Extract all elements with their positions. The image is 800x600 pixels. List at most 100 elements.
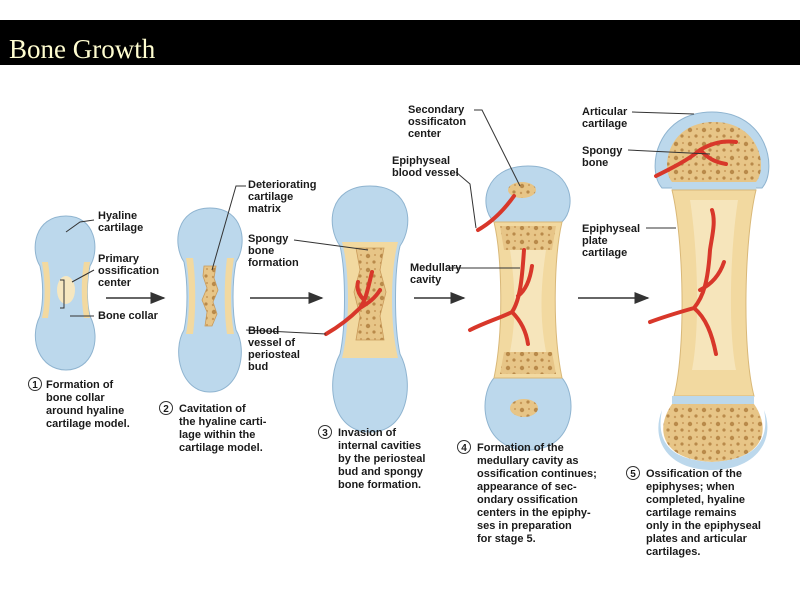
stage-4-number: 4 [457,440,471,454]
label-hyaline-cartilage-line: cartilage [98,222,143,234]
label-deteriorating-cartilage-matrix-line: Deteriorating [248,179,316,191]
stage-5-blood-vessels [648,139,738,356]
stage-5-caption-line: only in the epiphyseal [646,520,761,532]
label-spongy-bone-line: Spongy [582,145,623,157]
stage-2-caption-line: cartilage model. [179,442,263,454]
stage-4-caption-line: ossification continues; [477,468,597,480]
stage-2-bone-collar [186,258,234,334]
label-epiphyseal-blood-vessel-line: Epiphyseal [392,155,450,167]
svg-text:1: 1 [32,380,38,391]
leader-hyaline-cartilage [65,219,95,233]
stage-4-caption-line: appearance of sec- [477,481,577,493]
stage-3-caption-line: by the periosteal [338,453,425,465]
stage-2-bone [177,207,243,393]
stage-5-upper-epiphysis [667,122,761,182]
stage-1-bone-collar [42,262,90,318]
svg-text:2: 2 [163,404,169,415]
label-articular-cartilage-line: cartilage [582,118,627,130]
stage-1-caption-line: cartilage model. [46,418,130,430]
label-secondary-ossification-center-line: center [408,128,442,140]
label-secondary-ossification-center-line: ossificaton [408,116,466,128]
stage-3-caption-line: internal cavities [338,440,421,452]
svg-text:4: 4 [461,443,467,454]
stage-2-caption-line: Cavitation of [179,403,246,415]
label-deteriorating-cartilage-matrix-line: cartilage [248,191,293,203]
stage-3-number: 3 [318,425,332,439]
stage-4-caption-line: ses in preparation [477,520,572,532]
label-primary-ossification-center-line: ossification [98,265,159,277]
title-bar [0,20,800,65]
stage-5-epiphyseal-plate-lower [672,396,754,404]
stage-5-bone [648,111,770,470]
stage-4-caption-line: ondary ossification [477,494,578,506]
label-spongy-bone-formation-line: Spongy [248,233,289,245]
stage-2-number: 2 [159,401,173,415]
label-bone-collar-line: Bone collar [98,310,159,322]
stage-5-caption-line: plates and articular [646,533,748,545]
label-spongy-bone-formation-line: formation [248,257,299,269]
svg-text:3: 3 [322,428,328,439]
stage-2-caption-line: the hyaline carti- [179,416,267,428]
stage-2-deteriorating-matrix [201,265,219,327]
label-spongy-bone-formation-line: bone [248,245,274,257]
label-blood-vessel-periosteal-bud-line: vessel of [248,337,295,349]
leader-articular-cartilage [631,111,695,115]
stage-1-number: 1 [28,377,42,391]
label-secondary-ossification-center-line: Secondary [408,104,465,116]
stage-5-caption-line: Ossification of the [646,468,742,480]
stage-4-caption-line: medullary cavity as [477,455,579,467]
stage-4-blood-vessels [468,194,534,346]
label-blood-vessel-periosteal-bud-line: Blood [248,325,279,337]
stage-5-epiphyseal-plate-upper [672,182,756,190]
slide-title: Bone Growth [9,34,156,64]
stage-4-bone [468,165,572,451]
stage-5-medullary-cavity [690,200,738,370]
leader-spongy-bone [627,149,711,155]
stage-4-caption-line: for stage 5. [477,533,536,545]
label-epiphyseal-plate-cartilage-line: Epiphyseal [582,223,640,235]
stage-1-caption-line: bone collar [46,392,105,404]
stage-3-periosteal-bud-vessel [324,270,382,336]
stage-3-caption-line: bud and spongy [338,466,424,478]
leader-periosteal-bud [245,329,327,335]
leader-deteriorating-matrix [211,185,246,271]
stage-5-caption-line: cartilages. [646,546,700,558]
svg-text:5: 5 [630,469,636,480]
label-primary-ossification-center-line: center [98,277,132,289]
label-deteriorating-cartilage-matrix-line: matrix [248,203,282,215]
stage-2-caption-line: lage within the [179,429,255,441]
stage-1-caption-line: Formation of [46,379,114,391]
label-epiphyseal-plate-cartilage-line: plate [582,235,608,247]
stage-5-lower-epiphysis [663,404,763,462]
label-hyaline-cartilage-line: Hyaline [98,210,137,222]
label-articular-cartilage-line: Articular [582,106,628,118]
leader-primary-ossification [60,269,95,309]
stage-1-caption-line: around hyaline [46,405,124,417]
stage-3-bone [324,185,409,433]
stage-4-spongy-ends [500,226,556,374]
label-primary-ossification-center-line: Primary [98,253,140,265]
stage-1-primary-ossification-center [57,276,75,304]
stage-3-caption-line: bone formation. [338,479,421,491]
label-blood-vessel-periosteal-bud-line: bud [248,361,268,373]
leader-epiphyseal-blood-vessel [455,171,477,229]
stage-3-caption-line: Invasion of [338,427,396,439]
stage-5-number: 5 [626,466,640,480]
label-bone-collar: Bone collar [98,310,159,322]
stage-5-caption-line: cartilage remains [646,507,737,519]
leader-secondary-ossification [474,109,521,187]
leader-spongy-bone-formation [293,239,369,251]
